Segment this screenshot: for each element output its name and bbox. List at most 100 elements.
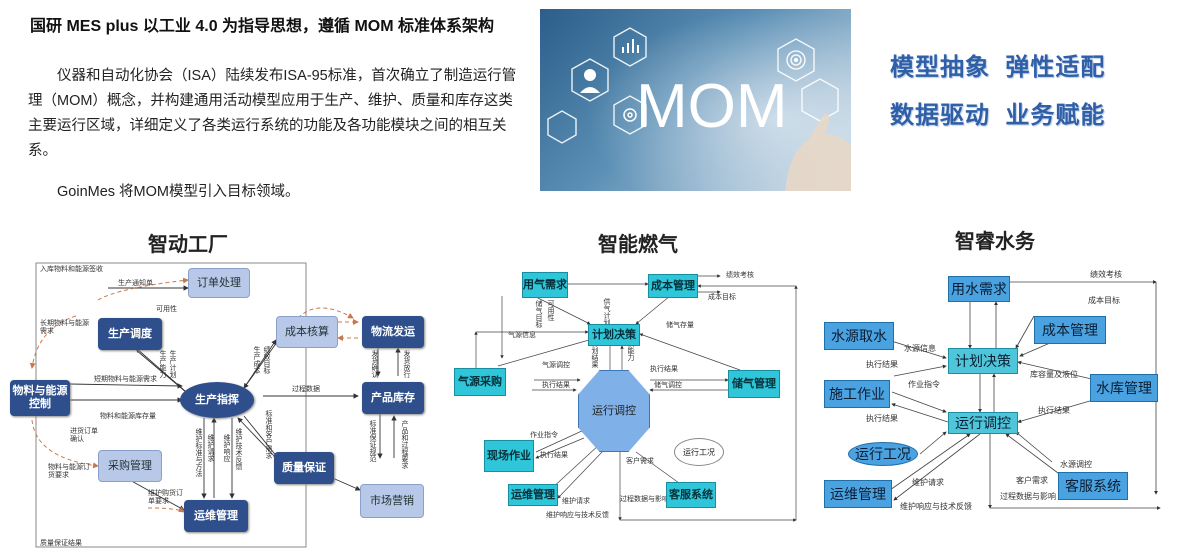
factory-market-node[interactable]: 市场营销 <box>360 484 424 518</box>
factory-order-node[interactable]: 订单处理 <box>188 268 250 298</box>
factory-purchase-node[interactable]: 采购管理 <box>98 450 162 482</box>
factory-dispatch-node[interactable]: 生产指挥 <box>180 382 254 418</box>
factory-label: 进货订单确认 <box>70 428 98 443</box>
factory-label: 维护响应 <box>223 434 230 462</box>
gas-demand-node[interactable]: 用气需求 <box>522 272 568 298</box>
water-label: 作业指令 <box>908 380 940 389</box>
factory-label: 可用性 <box>156 306 177 313</box>
hand-shape <box>785 134 851 191</box>
gas-diagram: 绩效考核 成本目标 供气计划 储气存量 可用性 储气目标 气源信息 气源调控 执… <box>450 262 800 526</box>
gas-label: 作业指令 <box>530 432 558 439</box>
gas-cost-node[interactable]: 成本管理 <box>648 274 698 298</box>
gas-status-node[interactable]: 运行工况 <box>674 438 724 466</box>
water-plan-node[interactable]: 计划决策 <box>948 348 1018 374</box>
water-label: 库容量及液位 <box>1030 370 1078 379</box>
gas-label: 维护响应与技术反馈 <box>546 512 609 519</box>
water-diagram: 绩效考核 成本目标 水源信息 执行结果 作业指令 执行结果 库容量及液位 执行结… <box>820 262 1170 518</box>
gas-label: 气源调控 <box>542 362 570 369</box>
slogan-line-2: 数据驱动 业务赋能 <box>890 102 1106 129</box>
factory-label: 长期物料与能源需求 <box>40 320 89 335</box>
factory-logistics-node[interactable]: 物流发运 <box>362 316 424 348</box>
factory-label: 物料和能源库存量 <box>100 413 156 420</box>
mom-text: MOM <box>636 72 788 141</box>
water-status-node[interactable]: 运行工况 <box>848 442 918 466</box>
water-dispatch-node[interactable]: 运行调控 <box>948 412 1018 434</box>
factory-label: 产品和过程要求 <box>401 420 408 469</box>
factory-schedule-node[interactable]: 生产调度 <box>98 318 162 350</box>
factory-label: 维护标准与方法 <box>195 428 202 477</box>
goinmes-paragraph: GoinMes 将MOM模型引入目标领域。 <box>57 184 300 200</box>
chart-icon <box>622 39 639 53</box>
water-service-node[interactable]: 客服系统 <box>1058 472 1128 500</box>
gas-label: 维护请求 <box>562 498 590 505</box>
gas-label: 供能力 <box>627 340 634 361</box>
gas-label: 供气计划 <box>603 298 610 326</box>
gas-label: 储气调控 <box>654 382 682 389</box>
gas-label: 储气存量 <box>666 322 694 329</box>
water-label: 客户需求 <box>1016 476 1048 485</box>
gas-plan-node[interactable]: 计划决策 <box>588 324 640 346</box>
water-label: 执行结果 <box>1038 406 1070 415</box>
gas-purchase-node[interactable]: 气源采购 <box>454 368 506 396</box>
water-construction-node[interactable]: 施工作业 <box>824 380 890 408</box>
factory-label: 维护技术反馈 <box>235 428 242 470</box>
factory-top-note: 入库物料和能源签收 <box>40 266 103 273</box>
gas-title: 智能燃气 <box>598 234 678 256</box>
water-demand-node[interactable]: 用水需求 <box>948 276 1010 302</box>
factory-label: 生产能力 <box>159 350 166 378</box>
water-title: 智睿水务 <box>955 231 1035 253</box>
factory-label: 生产计划 <box>169 350 176 378</box>
factory-label: 生产通知单 <box>118 280 153 287</box>
water-label: 水源调控 <box>1060 460 1092 469</box>
factory-label: 发货确认 <box>371 350 378 378</box>
gas-storage-node[interactable]: 储气管理 <box>728 370 780 398</box>
gas-label: 执行结果 <box>542 382 570 389</box>
factory-label: 标准保证规范 <box>369 420 376 462</box>
gas-label: 执行结果 <box>650 366 678 373</box>
factory-energy-node[interactable]: 物料与能源控制 <box>10 380 70 416</box>
factory-label: 发货放行 <box>403 350 410 378</box>
water-label: 过程数据与影响 <box>1000 492 1056 501</box>
gas-maintenance-node[interactable]: 运维管理 <box>508 484 558 506</box>
mom-photo: MOM <box>540 9 851 191</box>
factory-quality-node[interactable]: 质量保证 <box>274 452 334 484</box>
gas-label: 过程数据与影响 <box>620 496 669 503</box>
factory-label: 物料与能源订货要求 <box>48 464 90 479</box>
water-label: 维护响应与技术反馈 <box>900 502 972 511</box>
factory-inventory-node[interactable]: 产品库存 <box>362 382 424 414</box>
water-maintenance-node[interactable]: 运维管理 <box>824 480 892 508</box>
water-cost-node[interactable]: 成本管理 <box>1034 316 1106 344</box>
person-icon <box>580 69 600 93</box>
gas-label: 储气目标 <box>535 300 542 328</box>
factory-label: 标准和客户需求 <box>265 410 272 459</box>
water-label: 执行结果 <box>866 414 898 423</box>
factory-bottom-note: 质量保证结果 <box>40 540 82 547</box>
gas-field-node[interactable]: 现场作业 <box>484 440 534 472</box>
factory-cost-node[interactable]: 成本核算 <box>276 316 338 348</box>
target-icon <box>786 50 806 70</box>
water-label: 执行结果 <box>866 360 898 369</box>
factory-label: 维护购货订单要求 <box>148 490 183 505</box>
factory-diagram: 入库物料和能源签收 质量保证结果 生产通知单 可用性 长期物料与能源需求 生产能… <box>8 258 432 554</box>
water-source-node[interactable]: 水源取水 <box>824 322 894 350</box>
gas-label: 可用性 <box>547 300 554 321</box>
gas-label: 成本目标 <box>708 294 736 301</box>
factory-title: 智动工厂 <box>148 234 228 256</box>
water-reservoir-node[interactable]: 水库管理 <box>1090 374 1158 402</box>
factory-label: 维护请求 <box>207 434 214 462</box>
factory-label: 绩效目标 <box>263 346 270 374</box>
gas-label: 气源信息 <box>508 332 536 339</box>
gas-service-node[interactable]: 客服系统 <box>666 482 716 508</box>
gas-label: 计划结果 <box>591 340 598 368</box>
factory-label: 过程数据 <box>292 386 320 393</box>
gas-label: 绩效考核 <box>726 272 754 279</box>
factory-label: 生产成本 <box>253 346 260 374</box>
gear-icon <box>623 108 637 122</box>
hexagon-icons <box>547 27 839 144</box>
gas-dispatch-node[interactable]: 运行调控 <box>578 370 650 452</box>
water-label: 成本目标 <box>1088 296 1120 305</box>
intro-paragraph: 仪器和自动化协会（ISA）陆续发布ISA-95标准，首次确立了制造运行管理（MO… <box>28 68 517 159</box>
slogan-line-1: 模型抽象 弹性适配 <box>890 54 1106 81</box>
gas-label: 客户需求 <box>626 458 654 465</box>
factory-maintenance-node[interactable]: 运维管理 <box>184 500 248 532</box>
